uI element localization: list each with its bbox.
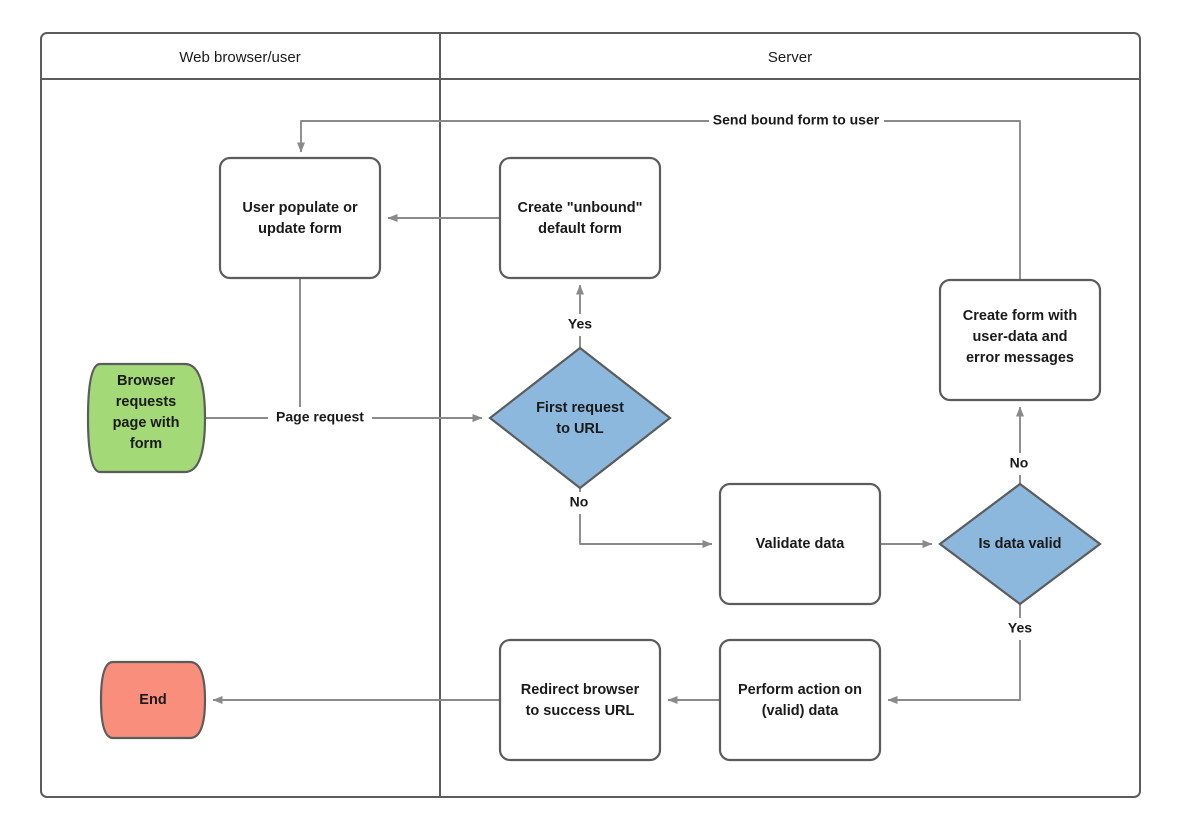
node-label-browser-requests-line3: page with (113, 415, 180, 431)
edge-send-bound-form-to-user (297, 120, 1021, 280)
edge-label-first-request-no: No (570, 494, 589, 510)
edge-label-page-request: Page request (276, 409, 364, 425)
node-validate-data[interactable]: Validate data (718, 482, 882, 606)
edge-label-bg-first-request-no (562, 492, 597, 514)
node-label-create-form-errors-line1: Create form with (963, 308, 1077, 324)
node-end[interactable]: End (99, 660, 207, 740)
edge-label-bg-first-request-yes (561, 314, 599, 336)
node-label-create-form-errors-line2: user-data and (972, 329, 1067, 345)
node-label-redirect-browser-line1: Redirect browser (521, 682, 640, 698)
node-shape-browser-requests[interactable] (86, 362, 207, 474)
edge-label-first-request-yes: Yes (568, 316, 592, 332)
node-label-is-data-valid: Is data valid (978, 536, 1061, 552)
node-label-perform-action-line2: (valid) data (762, 703, 839, 719)
node-user-populate-or-update-form[interactable]: User populate or update form (218, 156, 382, 280)
node-label-browser-requests-line1: Browser (117, 373, 175, 389)
node-shape-create-unbound[interactable] (498, 156, 662, 280)
node-redirect-browser-to-success-url[interactable]: Redirect browser to success URL (498, 638, 662, 762)
node-label-create-unbound-line1: Create "unbound" (518, 200, 643, 216)
node-label-user-populate-line2: update form (258, 221, 342, 237)
node-label-first-request-line1: First request (536, 400, 624, 416)
node-label-create-form-errors-line3: error messages (966, 350, 1074, 366)
node-label-validate-data: Validate data (756, 536, 846, 552)
node-label-browser-requests-line2: requests (116, 394, 176, 410)
node-shape-validate-data[interactable] (718, 482, 882, 606)
edge-label-bg-is-data-valid-yes (1001, 618, 1039, 640)
edge-label-is-data-valid-yes: Yes (1008, 620, 1032, 636)
edge-labels-layer: Send bound form to user Page request Yes… (268, 110, 1039, 640)
node-shape-user-populate[interactable] (218, 156, 382, 280)
edge-label-bg-page-request (268, 407, 372, 429)
swimlane-container: Web browser/user Server (40, 32, 1141, 798)
node-shape-redirect-browser[interactable] (498, 638, 662, 762)
edge-first-request-no (579, 488, 713, 548)
node-perform-action-on-valid-data[interactable]: Perform action on (valid) data (718, 638, 882, 762)
node-shape-end[interactable] (99, 660, 207, 740)
node-shape-create-form-errors[interactable] (938, 278, 1102, 402)
edge-label-bg-is-data-valid-no (1002, 453, 1037, 475)
node-is-data-valid[interactable]: Is data valid (938, 482, 1102, 606)
swimlane-outer-border (40, 32, 1141, 798)
node-label-first-request-line2: to URL (556, 421, 604, 437)
edge-label-send-bound-form: Send bound form to user (713, 112, 880, 128)
node-label-end: End (139, 692, 166, 708)
node-shape-perform-action[interactable] (718, 638, 882, 762)
node-create-unbound-default-form[interactable]: Create "unbound" default form (498, 156, 662, 280)
lane-title-browser: Web browser/user (179, 49, 300, 66)
node-label-create-unbound-line2: default form (538, 221, 622, 237)
node-label-redirect-browser-line2: to success URL (526, 703, 635, 719)
node-label-browser-requests-line4: form (130, 436, 162, 452)
node-browser-requests-page-with-form[interactable]: Browser requests page with form (86, 362, 207, 474)
node-create-form-with-user-data-and-error-messages[interactable]: Create form with user-data and error mes… (938, 278, 1102, 402)
node-shape-is-data-valid[interactable] (938, 482, 1102, 606)
edge-is-data-valid-yes (887, 604, 1021, 704)
edge-label-bg-send-bound-form (709, 110, 884, 132)
node-first-request-to-url[interactable]: First request to URL (488, 346, 672, 490)
node-label-perform-action-line1: Perform action on (738, 682, 862, 698)
edge-label-is-data-valid-no: No (1010, 455, 1029, 471)
lane-title-server: Server (768, 49, 812, 66)
node-label-user-populate-line1: User populate or (242, 200, 358, 216)
node-shape-first-request[interactable] (488, 346, 672, 490)
